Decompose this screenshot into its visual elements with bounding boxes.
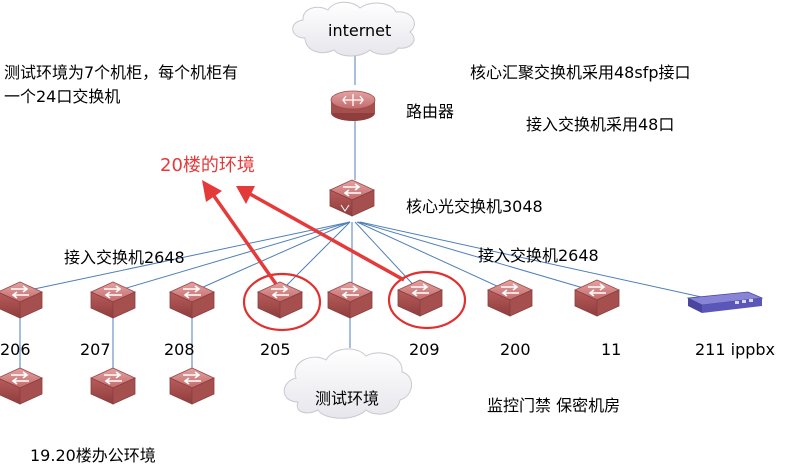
internet-cloud [292, 1, 415, 57]
switch-icon-207-sub [90, 367, 136, 405]
core-switch-label: 核心光交换机3048 [406, 197, 543, 216]
switch-label-11: 11 [601, 340, 622, 359]
env-20f-label: 20楼的环境 [160, 155, 255, 176]
switch-icon-205 [257, 281, 303, 319]
switch-icon-208 [169, 281, 215, 319]
monitor-room-label: 监控门禁 保密机房 [487, 396, 621, 415]
access-switch-label-left: 接入交换机2648 [64, 248, 185, 267]
switch-icon-209 [397, 279, 443, 317]
highlight-circle-209 [387, 270, 467, 330]
test-env-cloud [283, 348, 412, 419]
switch-label-209: 209 [409, 340, 440, 359]
switch-icon-206-sub [0, 367, 43, 405]
switch-label-211-ippbx: 211 ippbx [695, 340, 776, 359]
internet-label: internet [328, 21, 392, 40]
test-env-label: 测试环境 [315, 389, 380, 408]
switch-icon-208-sub [169, 367, 215, 405]
switch-icon-core-test [327, 281, 373, 319]
switch-label-205: 205 [260, 340, 291, 359]
ippbx-device-icon [686, 291, 764, 313]
access-switch-label-right: 接入交换机2648 [478, 246, 599, 265]
note-test-env-line1: 测试环境为7个机柜，每个机柜有 [4, 63, 239, 82]
switch-label-206: 206 [0, 340, 31, 359]
note-access-switch: 接入交换机采用48口 [526, 115, 675, 134]
core-switch-icon [329, 179, 375, 217]
switch-label-207: 207 [80, 340, 111, 359]
switch-icon-206 [0, 281, 43, 319]
note-core-switch: 核心汇聚交换机采用48sfp接口 [470, 63, 691, 82]
switch-label-208: 208 [164, 340, 195, 359]
connection-lines [19, 52, 716, 372]
highlight-circle-205 [242, 272, 322, 332]
red-arrows [202, 180, 405, 286]
router-label: 路由器 [406, 102, 455, 121]
note-test-env-line2: 一个24口交换机 [4, 87, 121, 106]
switch-icon-11 [574, 279, 620, 317]
office-env-label: 19.20楼办公环境 [30, 446, 156, 465]
switch-label-200: 200 [500, 340, 531, 359]
router-icon [330, 90, 376, 121]
highlight-circles [242, 270, 467, 332]
